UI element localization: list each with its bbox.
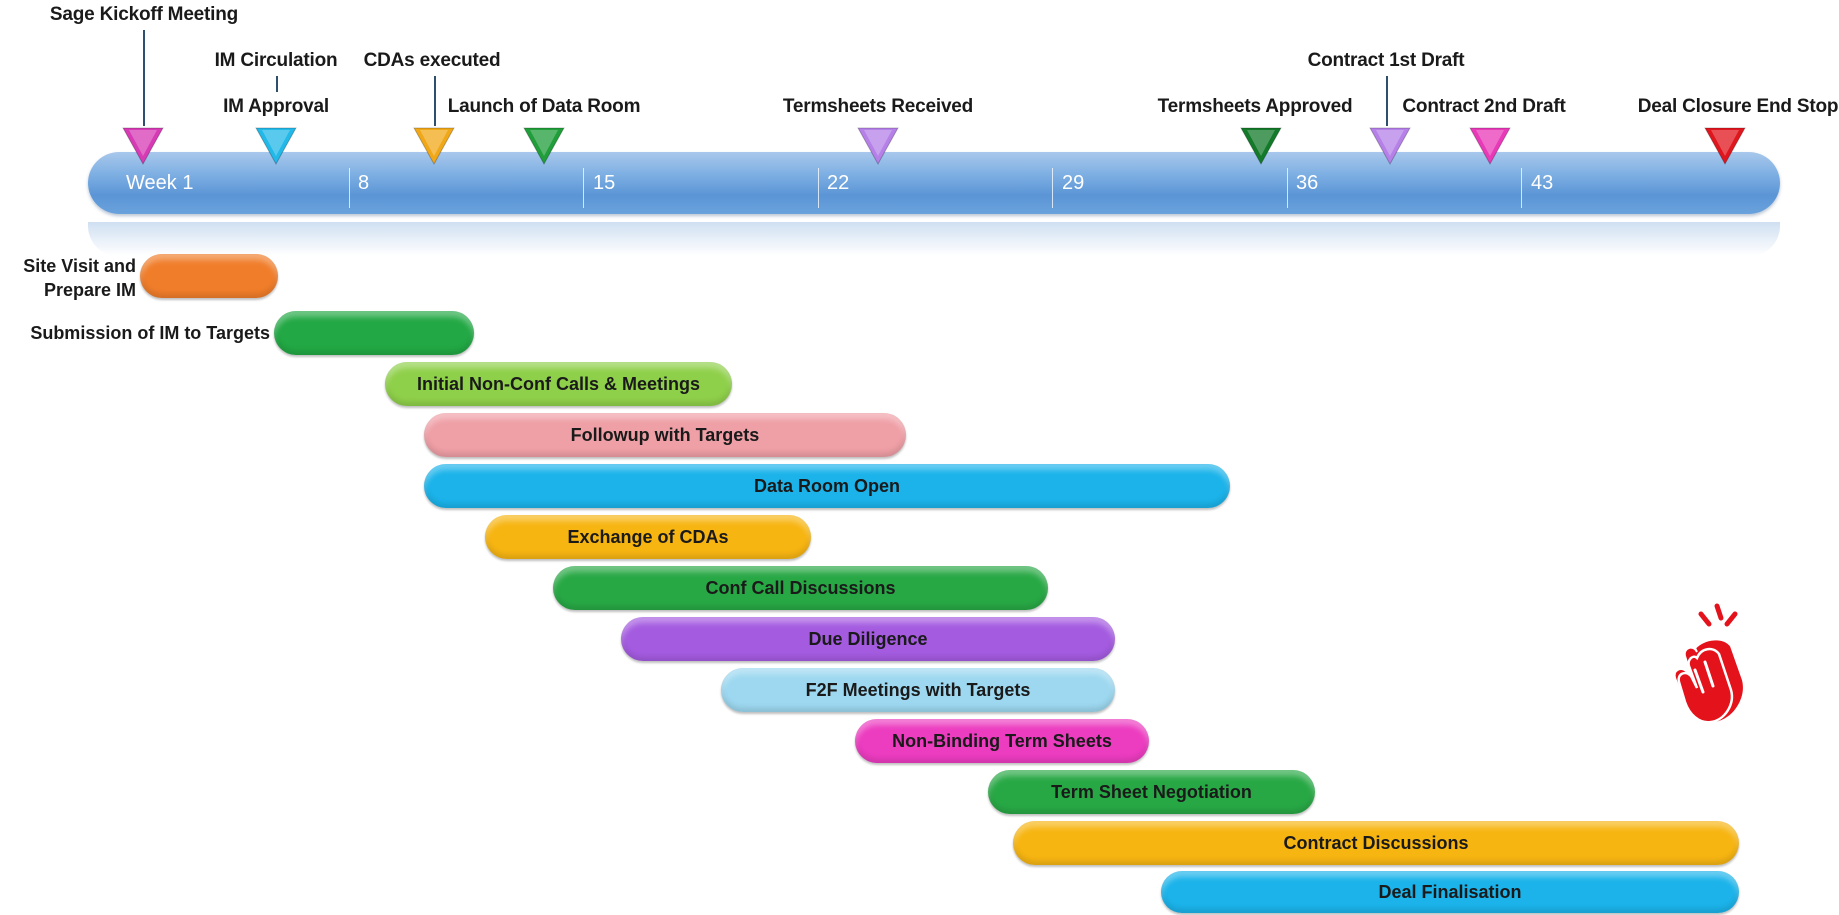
axis-divider bbox=[583, 168, 584, 208]
task-bar-term-sheets: Non-Binding Term Sheets bbox=[855, 719, 1149, 763]
task-bar-term-sheet-negotiation: Term Sheet Negotiation bbox=[988, 770, 1315, 814]
axis-divider bbox=[349, 168, 350, 208]
timeline-reflection bbox=[88, 222, 1780, 256]
clap-burst-lines bbox=[1698, 603, 1738, 627]
milestone-label-cdas-executed: CDAs executed bbox=[363, 50, 501, 71]
task-bar-due-diligence: Due Diligence bbox=[621, 617, 1115, 661]
milestone-label-kickoff: Sage Kickoff Meeting bbox=[49, 4, 239, 25]
milestone-label-termsheets-approved: Termsheets Approved bbox=[1157, 96, 1353, 117]
axis-tick-label: 15 bbox=[593, 172, 616, 194]
axis-divider bbox=[1287, 168, 1288, 208]
axis-tick-label: 29 bbox=[1062, 172, 1085, 194]
milestone-label-termsheets-received: Termsheets Received bbox=[782, 96, 974, 117]
task-bar-deal-finalisation: Deal Finalisation bbox=[1161, 871, 1739, 913]
milestone-label-contract-2nd-draft: Contract 2nd Draft bbox=[1402, 96, 1566, 117]
task-label-submission: Submission of IM to Targets bbox=[30, 323, 270, 343]
task-bar-followup: Followup with Targets bbox=[424, 413, 906, 457]
task-bar-conf-calls: Conf Call Discussions bbox=[553, 566, 1048, 610]
milestone-label-contract-1st-draft: Contract 1st Draft bbox=[1307, 50, 1465, 71]
clap-hand-front bbox=[1677, 647, 1734, 724]
task-bar-f2f-meetings: F2F Meetings with Targets bbox=[721, 668, 1115, 712]
milestone-label-im-approval: IM Approval bbox=[223, 96, 329, 117]
milestone-label-deal-closure: Deal Closure End Stop bbox=[1637, 96, 1839, 117]
task-bar-initial-calls: Initial Non-Conf Calls & Meetings bbox=[385, 362, 732, 406]
milestone-label-data-room: Launch of Data Room bbox=[447, 96, 641, 117]
task-bar-submission bbox=[274, 311, 474, 355]
contract-1st-draft-stem bbox=[1386, 76, 1388, 126]
task-bar-exchange-cdas: Exchange of CDAs bbox=[485, 515, 811, 559]
axis-tick-label: 36 bbox=[1296, 172, 1319, 194]
kickoff-stem bbox=[143, 30, 145, 126]
axis-tick-label: 8 bbox=[358, 172, 370, 194]
axis-tick-label: 22 bbox=[827, 172, 850, 194]
axis-divider bbox=[818, 168, 819, 208]
milestone-label-im-circulation: IM Circulation bbox=[214, 50, 338, 71]
task-bar-contract-discussions: Contract Discussions bbox=[1013, 821, 1739, 865]
im-circulation-stem bbox=[276, 76, 278, 92]
task-bar-data-room: Data Room Open bbox=[424, 464, 1230, 508]
task-bar-site-visit bbox=[140, 254, 278, 298]
timeline-axis bbox=[88, 152, 1780, 214]
clapping-hands-icon bbox=[1665, 600, 1755, 730]
cdas-stem bbox=[434, 76, 436, 126]
axis-tick-label: 43 bbox=[1531, 172, 1554, 194]
axis-divider bbox=[1052, 168, 1053, 208]
task-label-site-visit: Site Visit and Prepare IM bbox=[23, 256, 136, 300]
axis-tick-label: Week 1 bbox=[126, 172, 194, 194]
axis-divider bbox=[1521, 168, 1522, 208]
